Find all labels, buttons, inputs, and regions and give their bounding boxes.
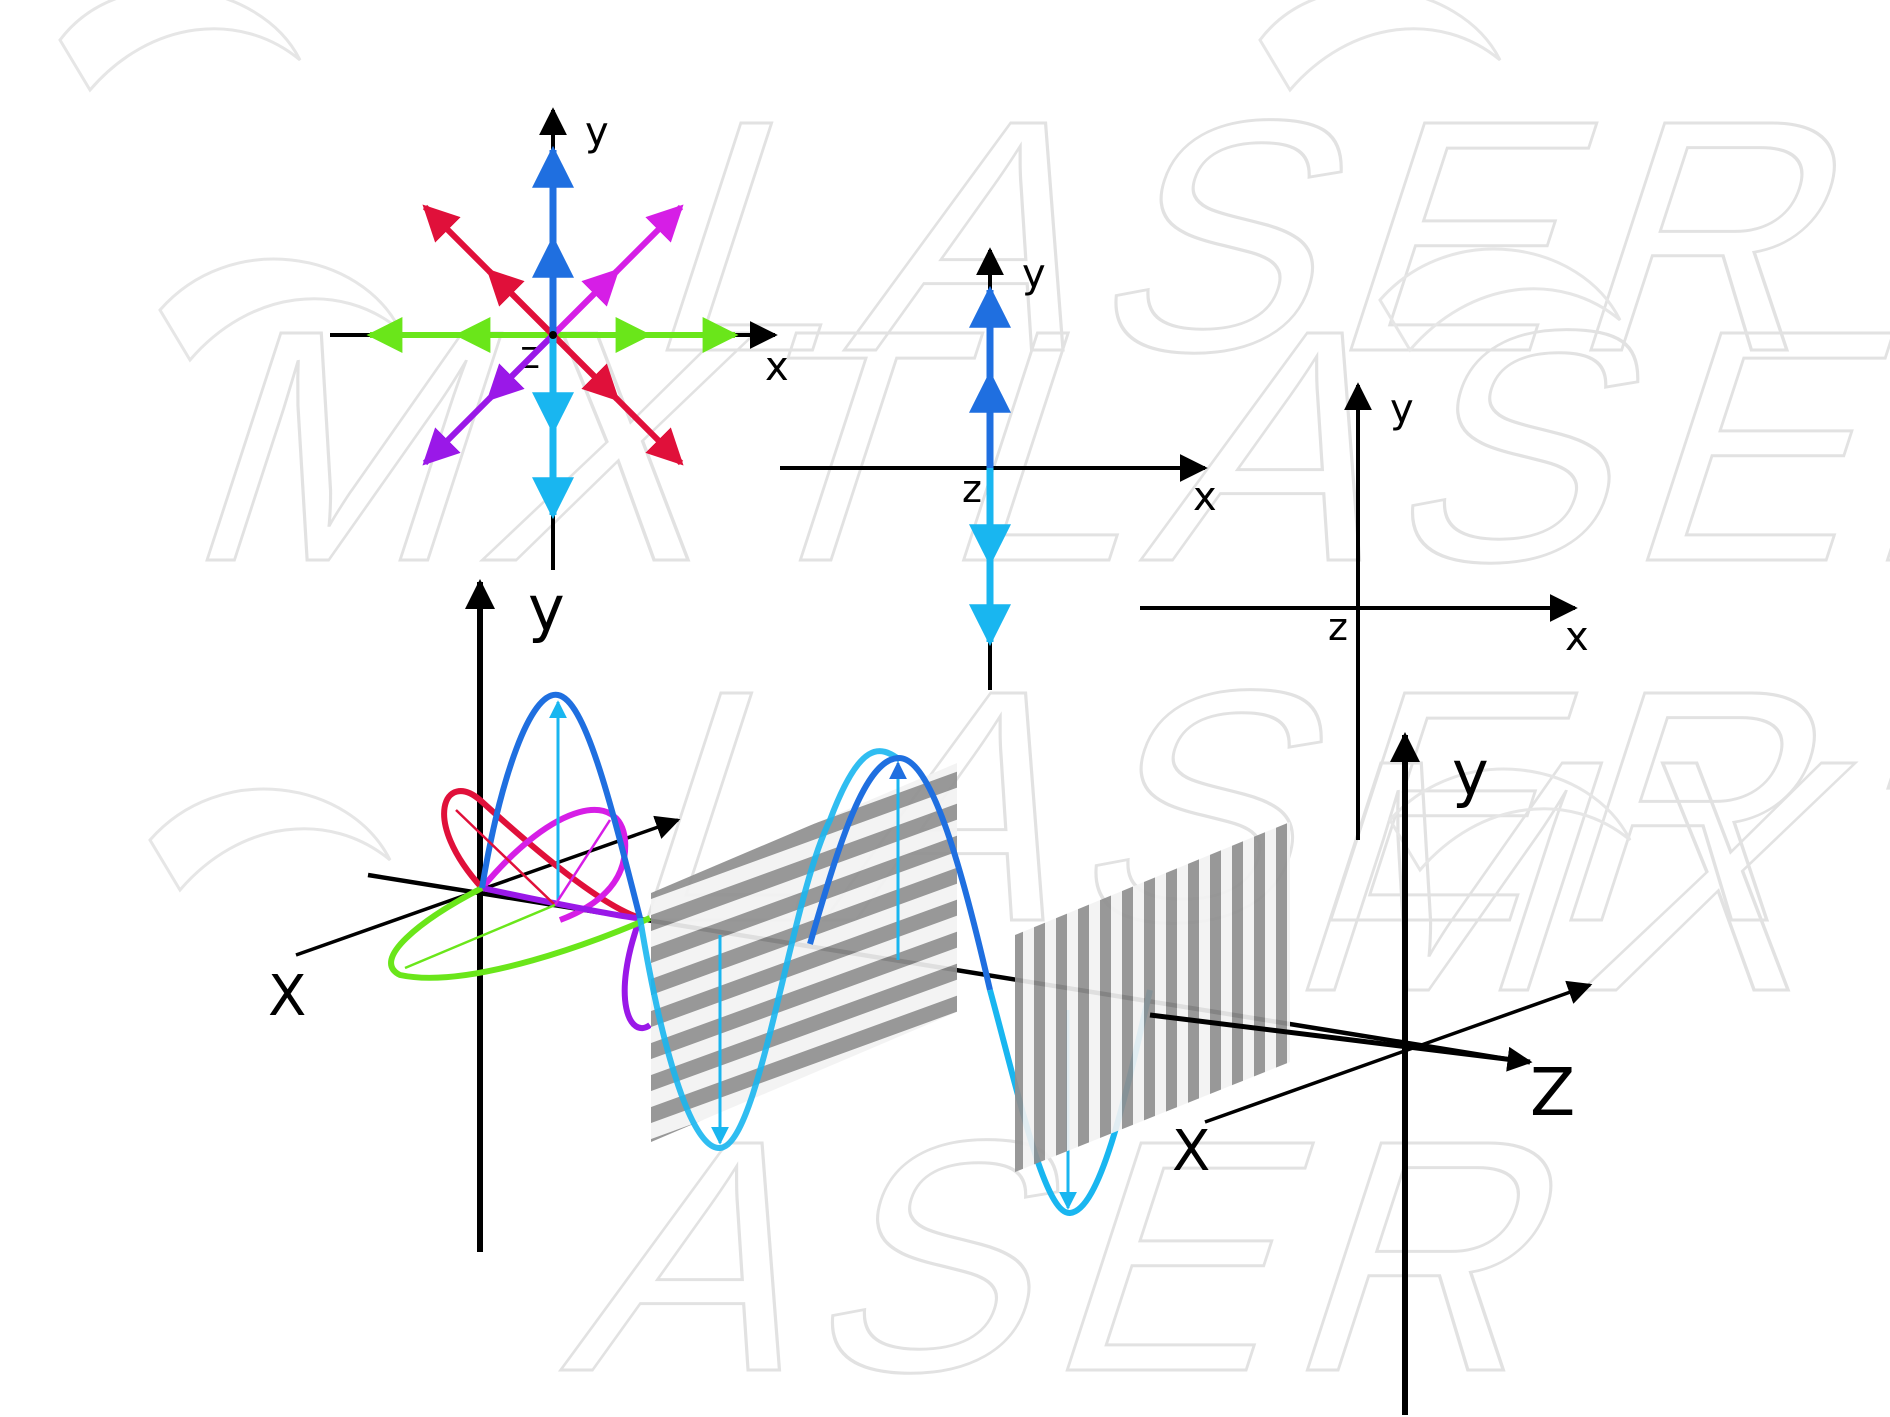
- axis-label-z: z: [1328, 605, 1348, 649]
- axis-label-y: y: [1390, 386, 1414, 432]
- blue-wave-segment: [479, 691, 643, 919]
- axis-label-x: x: [1193, 474, 1217, 520]
- big-x-axis-right: [1204, 980, 1593, 1124]
- big-axis-label-x: X: [1172, 1119, 1210, 1184]
- blocked-axes: y x z: [1140, 382, 1589, 840]
- axis-label-z: z: [962, 467, 982, 511]
- watermark-text: LASER: [617, 51, 1890, 420]
- big-axis-label-z: Z: [1530, 1054, 1575, 1131]
- watermark-logo: [1378, 247, 1622, 353]
- magenta-ellipse: [479, 807, 629, 923]
- watermark-logo: [1258, 0, 1502, 93]
- vertical-polarized-axes: y x z: [780, 247, 1217, 690]
- unpolarized-field-vectors: [366, 145, 739, 520]
- origin-dot: [549, 331, 557, 339]
- big-z-axis-arrow: [1149, 1012, 1533, 1072]
- purple-vector: [486, 332, 556, 402]
- blue-wave-peak: [807, 754, 993, 991]
- red-vector: [486, 268, 556, 338]
- big-axis-label-y: y: [1452, 737, 1489, 810]
- axis-label-x: x: [765, 344, 789, 390]
- magenta-vector: [550, 268, 620, 338]
- watermark: MXTLASER ASER MXTL LASER LASER: [58, 0, 1890, 1417]
- green-field-line: [404, 903, 556, 970]
- watermark-logo: [148, 787, 392, 893]
- watermark-logo: [1388, 767, 1632, 873]
- polarizer-vertical-grating: [1015, 822, 1290, 1172]
- light-blue-wave-segment: [637, 748, 902, 1151]
- watermark-logo: [58, 0, 302, 93]
- axis-label-y: y: [585, 109, 609, 155]
- green-ellipse: [388, 885, 652, 981]
- magenta-field-line: [553, 819, 612, 906]
- red-field-line: [455, 809, 556, 906]
- polarizer-horizontal-grating: [651, 763, 957, 1142]
- axis-label-y: y: [1022, 251, 1046, 297]
- big-axis-label-x: X: [268, 964, 306, 1029]
- axis-label-x: x: [1565, 614, 1589, 660]
- red-vector: [550, 332, 620, 402]
- propagation-scene: y X y X Z: [268, 572, 1593, 1415]
- big-axis-label-y: y: [528, 572, 565, 645]
